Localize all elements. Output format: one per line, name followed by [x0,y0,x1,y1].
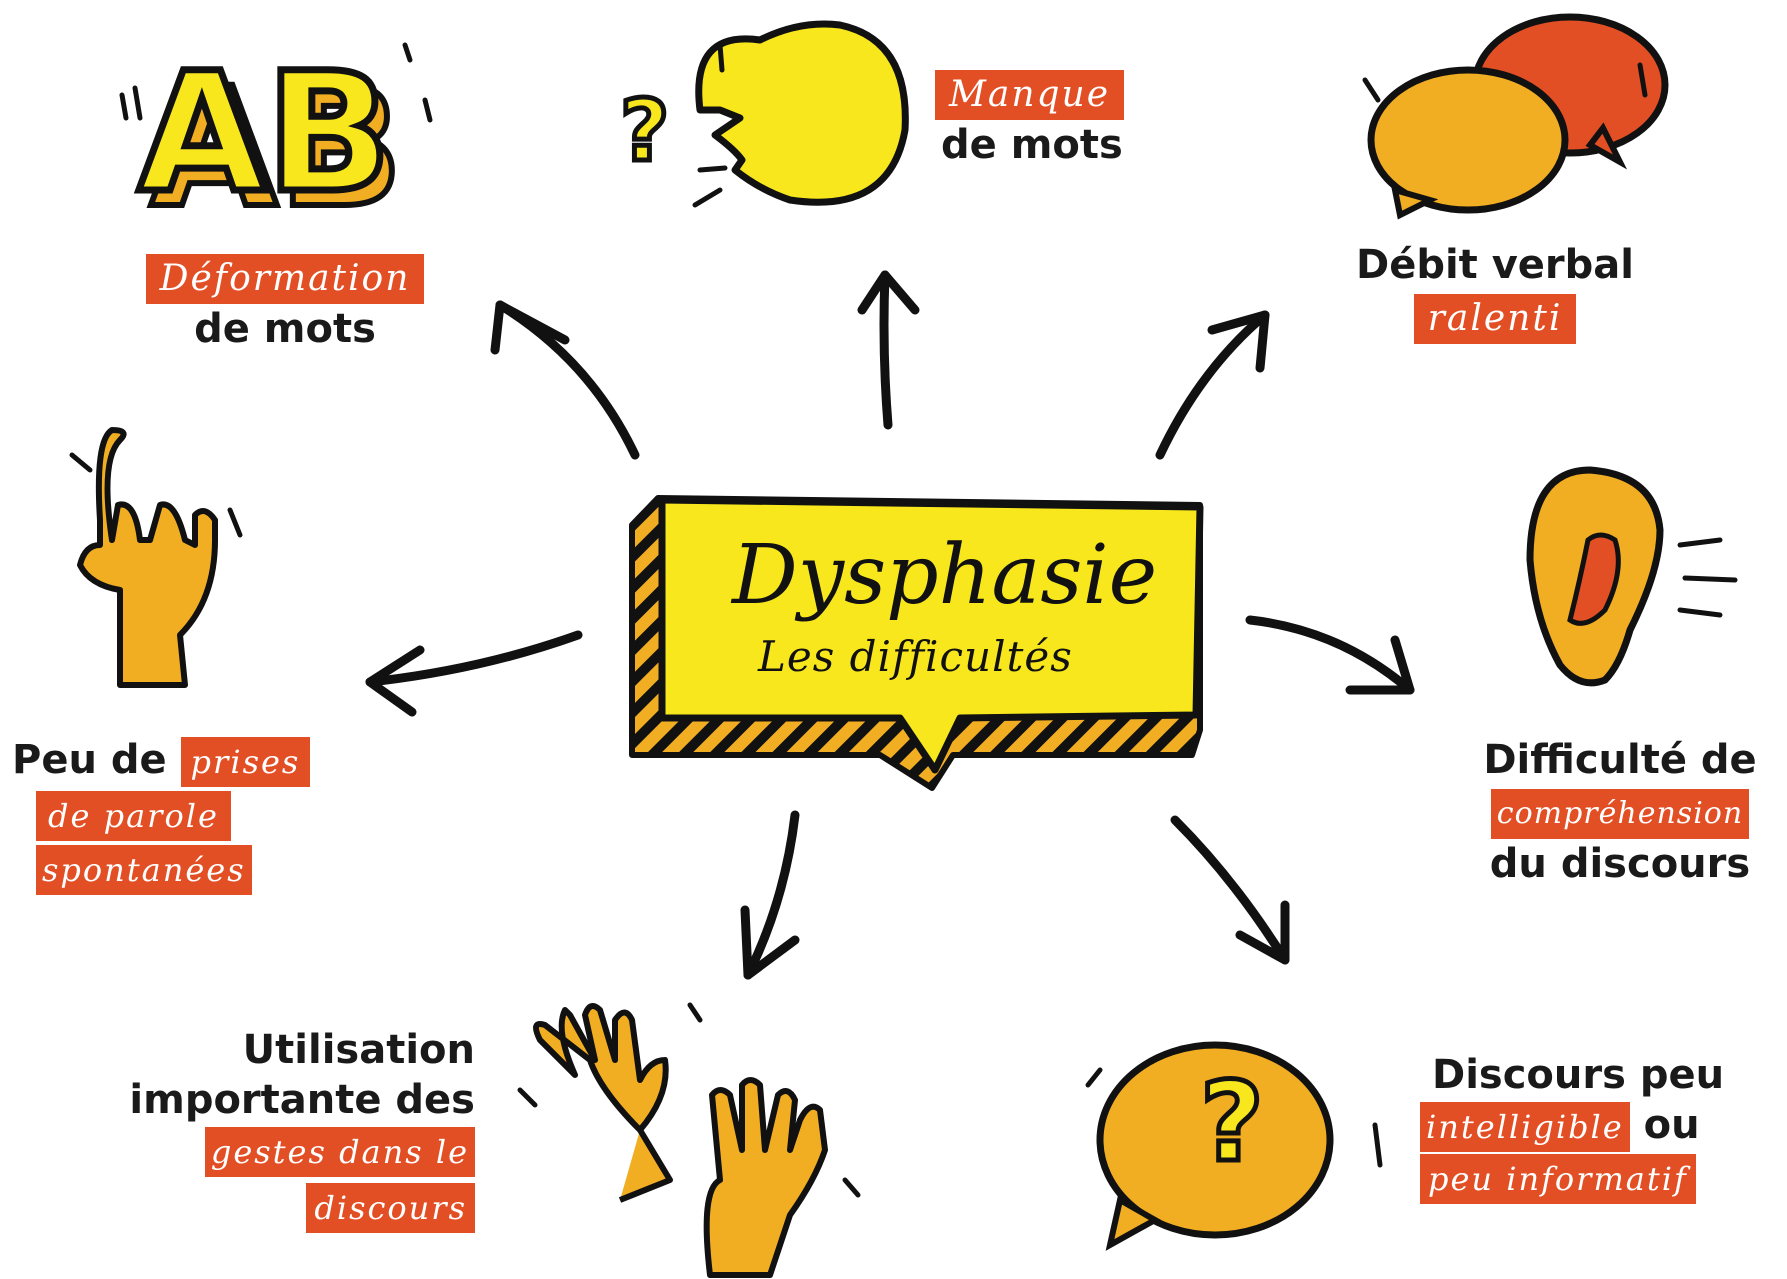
node-comprehension-text1: Difficulté de [1483,737,1757,783]
question-mark-icon: ? [620,82,669,181]
node-comprehension: Difficulté de compréhension du discours [1470,735,1770,889]
node-intelligible: Discours peu intelligible ou peu informa… [1420,1050,1724,1204]
node-gestes-highlight1: gestes dans le [204,1127,475,1177]
center-bubble [629,495,1204,791]
node-intelligible-text2: ou [1643,1102,1700,1148]
arrow-to-gestes [740,810,800,980]
node-intelligible-highlight2: peu informatif [1420,1154,1696,1204]
node-comprehension-text2: du discours [1489,841,1751,887]
node-prises-highlight3: spontanées [36,845,252,895]
node-debit-text: Débit verbal [1356,242,1634,288]
node-deformation-text: de mots [194,306,376,352]
ab-letters-icon: AB AB [119,34,433,247]
ear-icon [1526,466,1738,687]
arrow-to-intelligible [1170,815,1290,965]
ab-letters-text: AB [138,37,391,229]
node-gestes: Utilisation importante des gestes dans l… [90,1025,475,1233]
node-manque-text: de mots [941,122,1123,168]
node-comprehension-highlight: compréhension [1490,789,1750,839]
node-debit-highlight: ralenti [1413,294,1577,344]
node-prises-text1: Peu de [12,737,167,783]
node-gestes-text2: importante des [129,1077,475,1123]
node-debit: Débit verbal ralenti [1340,240,1650,344]
arrow-to-prises [365,630,583,717]
arrow-to-comprehension [1245,615,1415,695]
question-mark-icon: ? [1200,1058,1264,1186]
arrow-to-debit [1155,310,1270,460]
ab-letters-shadow: AB [150,52,403,244]
node-manque: Manque de mots [935,68,1125,170]
question-bubble-icon: ? [1085,1041,1383,1251]
center-title: Dysphasie [732,528,1158,623]
node-deformation-highlight: Déformation [145,254,425,304]
node-prises: Peu de prises de parole spontanées [12,735,311,895]
speaking-head-icon: ? [618,20,909,208]
node-gestes-text1: Utilisation [242,1027,475,1073]
node-prises-highlight2: de parole [36,791,231,841]
arrow-to-manque [857,270,920,430]
arrow-to-deformation [490,300,640,460]
node-intelligible-text1: Discours peu [1432,1052,1725,1098]
node-deformation: Déformation de mots [140,252,430,354]
speech-bubbles-icon [1362,13,1669,220]
waving-hands-icon [517,1002,861,1278]
center-subtitle: Les difficultés [758,632,1073,681]
node-gestes-highlight2: discours [306,1183,475,1233]
node-intelligible-highlight1: intelligible [1420,1102,1630,1152]
node-prises-highlight1: prises [180,737,311,787]
raised-hand-icon [69,427,243,688]
node-manque-highlight: Manque [935,70,1125,120]
